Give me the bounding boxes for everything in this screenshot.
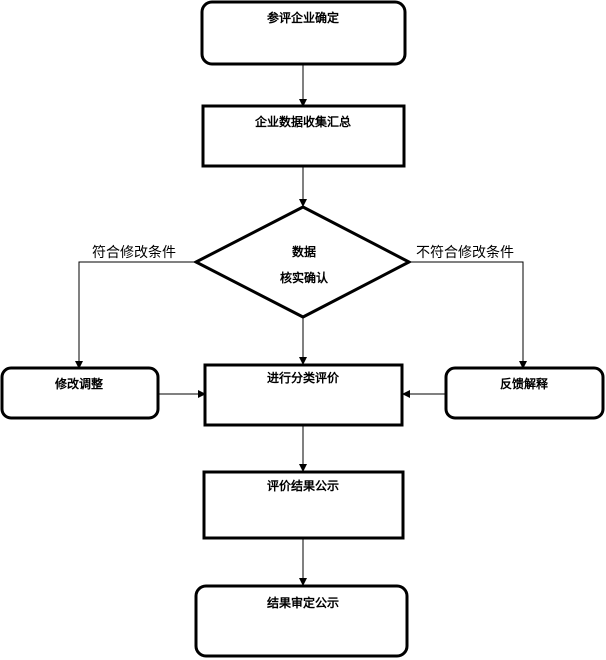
node-data-verification-label-line2: 核实确认: [280, 270, 329, 285]
node-classify-evaluate-label: 进行分类评价: [267, 370, 340, 385]
arrow-verify-to-feedback: [409, 261, 527, 369]
node-data-verification-label-line1: 数据: [292, 244, 316, 259]
node-publish-results-label: 评价结果公示: [267, 478, 339, 493]
node-modify-adjust-label: 修改调整: [54, 376, 103, 391]
node-data-collection-label: 企业数据收集汇总: [254, 114, 351, 129]
arrow-verify-to-modify: [75, 261, 196, 369]
node-classify-evaluate: 进行分类评价: [203, 363, 404, 427]
connectors: [75, 64, 527, 586]
node-review-results: 结果审定公示: [194, 584, 409, 658]
edge-label-not-meets-conditions: 不符合修改条件: [416, 244, 514, 261]
node-publish-results: 评价结果公示: [202, 470, 405, 540]
node-confirm-enterprises: 参评企业确定: [200, 0, 407, 66]
node-review-results-label: 结果审定公示: [267, 595, 339, 610]
node-feedback-explain: 反馈解释: [444, 366, 605, 420]
node-feedback-explain-label: 反馈解释: [500, 376, 549, 391]
node-data-verification: 数据 核实确认: [192, 205, 413, 319]
node-data-collection: 企业数据收集汇总: [201, 104, 406, 168]
edge-label-meets-conditions: 符合修改条件: [92, 244, 176, 261]
node-modify-adjust: 修改调整: [0, 366, 160, 420]
node-confirm-enterprises-label: 参评企业确定: [267, 10, 339, 25]
